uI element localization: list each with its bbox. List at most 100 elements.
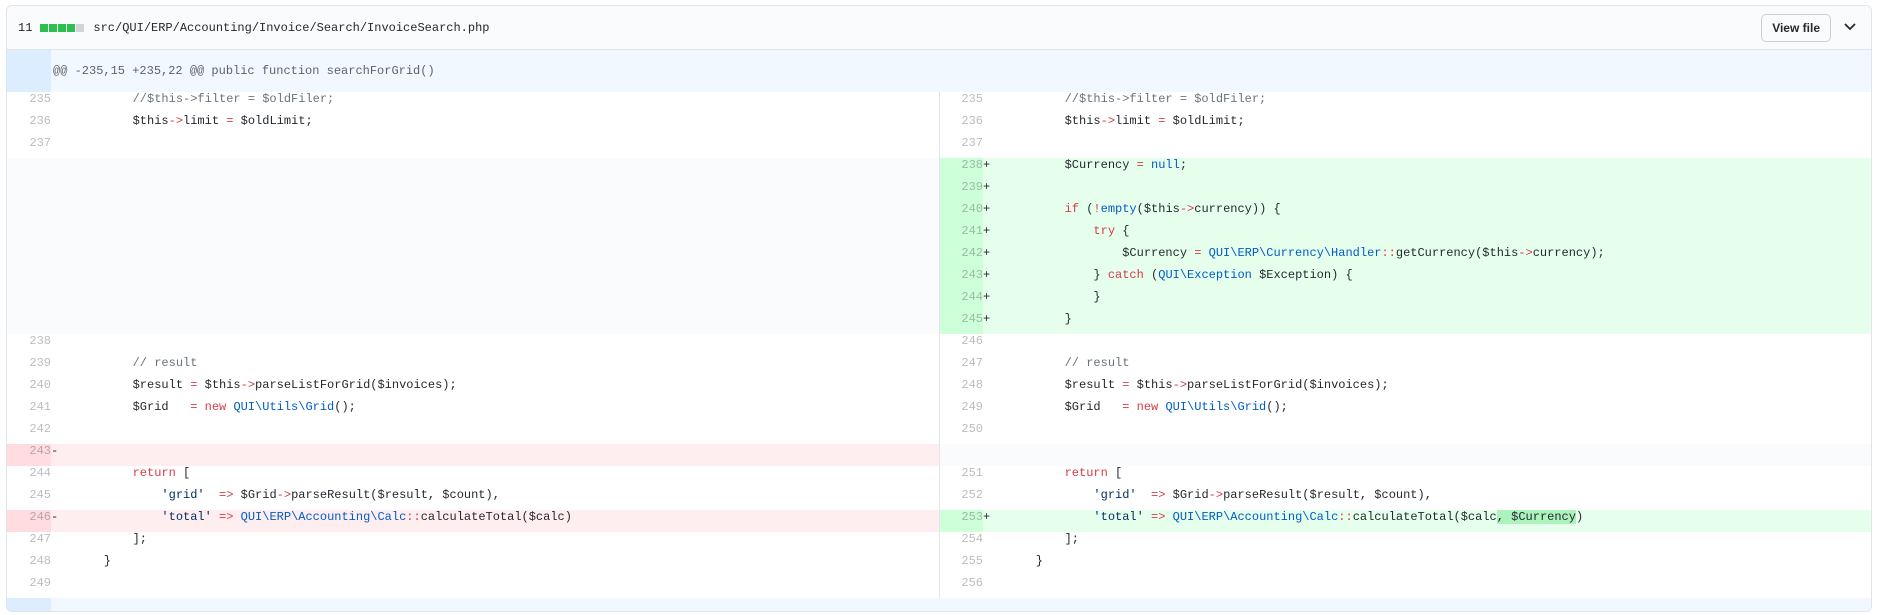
line-number[interactable]: 240 (29, 378, 51, 392)
line-number[interactable]: 243 (7, 444, 51, 466)
code-line (75, 576, 939, 598)
hunk-footer-row (7, 598, 1871, 611)
code-line: if (!empty($this->currency)) { (1007, 202, 1871, 224)
code-line (75, 444, 939, 466)
code-token: [ (1107, 466, 1123, 480)
collapse-toggle[interactable] (1843, 20, 1857, 34)
minus-marker: - (51, 510, 75, 532)
code-line: } (1007, 554, 1044, 568)
file-path[interactable]: src/QUI/ERP/Accounting/Invoice/Search/In… (93, 20, 490, 35)
line-number[interactable]: 255 (938, 554, 983, 576)
hunk-header-row: @@ -235,15 +235,22 @@ public function se… (7, 50, 1871, 92)
code-token: = (1158, 114, 1166, 128)
code-line: } (75, 554, 112, 568)
line-number[interactable]: 244 (938, 290, 983, 312)
view-file-button[interactable]: View file (1761, 14, 1831, 42)
line-number[interactable]: 248 (938, 378, 983, 400)
diff-row-added: 239 + (7, 180, 1871, 202)
line-number[interactable]: 238 (29, 334, 51, 348)
line-number[interactable]: 245 (938, 312, 983, 334)
code-line: 'total' => QUI\ERP\Accounting\Calc::calc… (1007, 510, 1871, 532)
code-token: ( (1079, 202, 1094, 216)
code-line (1007, 136, 1871, 158)
line-number[interactable]: 247 (29, 532, 51, 546)
code-token: => (1151, 510, 1166, 524)
code-token: = (1122, 400, 1130, 414)
line-number[interactable]: 256 (938, 576, 983, 598)
line-number[interactable]: 235 (938, 92, 983, 114)
line-number[interactable]: 236 (29, 114, 51, 128)
code-token: catch (1107, 268, 1144, 282)
expand-up-button[interactable] (7, 50, 51, 92)
diff-row: 237 237 (7, 136, 1871, 158)
line-number[interactable]: 243 (938, 268, 983, 290)
code-line: $this->limit = $oldLimit; (75, 114, 939, 136)
line-number[interactable]: 236 (938, 114, 983, 136)
plus-marker: + (983, 312, 1007, 334)
line-number[interactable]: 241 (29, 400, 51, 414)
code-token: -> (240, 378, 256, 392)
diffstat-count: 11 (18, 20, 33, 35)
line-number[interactable]: 252 (938, 488, 983, 510)
diff-row: 244 return [ 251 return [ (7, 466, 1871, 488)
code-line: $result = $this->parseListForGrid($invoi… (1007, 378, 1871, 400)
diffstat-block-added (67, 23, 76, 32)
line-number[interactable]: 246 (7, 510, 51, 532)
diff-row: 245 'grid' => $Grid->parseResult($result… (7, 488, 1871, 510)
diff-row-added: 238 + $Currency = null; (7, 158, 1871, 180)
line-number[interactable]: 254 (938, 532, 983, 554)
code-token: $Grid (1064, 400, 1123, 414)
code-token: -> (1208, 488, 1224, 502)
code-line (75, 136, 939, 158)
code-token: currency)) { (1194, 202, 1281, 216)
code-line (1007, 576, 1871, 598)
line-number[interactable]: 251 (938, 466, 983, 488)
code-token: calculateTotal($calc) (420, 510, 572, 524)
line-number[interactable]: 237 (29, 136, 51, 150)
line-number[interactable]: 235 (29, 92, 51, 106)
line-number[interactable]: 253 (938, 510, 983, 532)
line-number[interactable]: 239 (29, 356, 51, 370)
diff-row: 241 $Grid = new QUI\Utils\Grid(); 249 $G… (7, 400, 1871, 422)
diff-row-added: 241 + try { (7, 224, 1871, 246)
diff-row-added: 240 + if (!empty($this->currency)) { (7, 202, 1871, 224)
diff-row-deleted: 243 - (7, 444, 1871, 466)
code-token: } (1093, 268, 1108, 282)
plus-marker: + (983, 290, 1007, 312)
code-token: parseResult($result, $count), (291, 488, 500, 502)
code-token: parseListForGrid($invoices); (1187, 378, 1389, 392)
code-token: currency); (1532, 246, 1605, 260)
code-token: limit (1115, 114, 1159, 128)
code-token: -> (276, 488, 292, 502)
diff-row: 240 $result = $this->parseListForGrid($i… (7, 378, 1871, 400)
code-token: = (226, 114, 234, 128)
code-line (75, 334, 939, 356)
code-token: = (190, 400, 198, 414)
line-number[interactable]: 239 (938, 180, 983, 202)
code-token: } (1064, 312, 1072, 326)
line-number[interactable]: 242 (29, 422, 51, 436)
line-number[interactable]: 237 (938, 136, 983, 158)
line-number[interactable]: 249 (29, 576, 51, 590)
code-token: ( (1143, 268, 1159, 282)
code-line (1007, 422, 1871, 444)
code-token: QUI\ERP\Currency\Handler (1208, 246, 1382, 260)
line-number[interactable]: 245 (29, 488, 51, 502)
line-number[interactable]: 240 (938, 202, 983, 224)
expand-down-button[interactable] (7, 598, 51, 611)
line-number[interactable]: 248 (29, 554, 51, 568)
code-token: try (1093, 224, 1116, 238)
line-number[interactable]: 250 (938, 422, 983, 444)
line-number[interactable]: 241 (938, 224, 983, 246)
line-number[interactable]: 238 (938, 158, 983, 180)
line-number[interactable]: 247 (938, 356, 983, 378)
diffstat-block-added (49, 23, 58, 32)
line-number[interactable]: 249 (938, 400, 983, 422)
line-number[interactable]: 246 (938, 334, 983, 356)
plus-marker: + (983, 268, 1007, 290)
line-number[interactable]: 242 (938, 246, 983, 268)
code-token: $this (1064, 114, 1101, 128)
line-number[interactable]: 244 (29, 466, 51, 480)
code-line: 'grid' => $Grid->parseResult($result, $c… (75, 488, 939, 510)
plus-marker: + (983, 224, 1007, 246)
